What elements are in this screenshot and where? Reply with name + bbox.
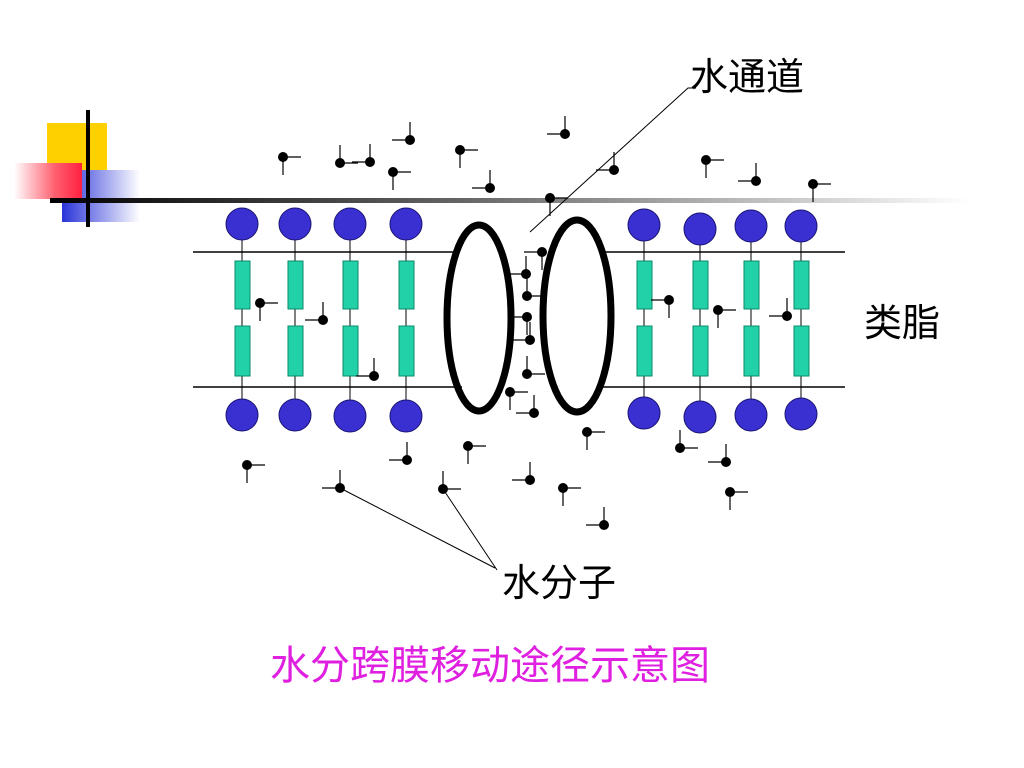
lipid-molecule [784, 209, 818, 431]
lipid-head-top [784, 209, 818, 243]
water-molecule [455, 145, 478, 168]
water-molecule [508, 256, 531, 279]
water-molecule [675, 430, 698, 453]
lipid-head-top [683, 212, 717, 246]
lipid-head-top [389, 207, 423, 241]
lipid-molecule [627, 208, 661, 430]
lipid-head-bottom [225, 398, 259, 432]
lipid-tail-lower [234, 325, 251, 377]
water-leader-line-2 [442, 488, 498, 571]
water-channel-protein-right [539, 216, 615, 416]
lipid-tail-lower [793, 325, 810, 377]
diagram-caption: 水分跨膜移动途径示意图 [270, 643, 710, 689]
water-molecule [545, 193, 568, 216]
water-molecule [547, 116, 570, 139]
lipid-molecule [734, 209, 768, 432]
lipid-head-bottom [389, 399, 423, 433]
lipid-tail-upper [743, 260, 760, 310]
water-molecule-label: 水分子 [502, 561, 617, 605]
water-molecule [255, 298, 278, 321]
water-molecule [505, 387, 528, 410]
lipid-head-bottom [333, 399, 367, 433]
water-molecule [582, 427, 605, 450]
lipid-head-top [278, 207, 312, 241]
lipid-tail-upper [234, 260, 251, 310]
lipid-tail-upper [287, 260, 304, 310]
deco-red-square [14, 163, 82, 199]
lipid-tail-lower [287, 325, 304, 377]
water-molecule [509, 312, 532, 335]
lipid-molecule [389, 207, 423, 433]
lipid-tail-upper [398, 260, 415, 310]
deco-horizontal-line [50, 198, 970, 203]
water-molecule [512, 322, 535, 345]
water-molecule [596, 152, 619, 175]
water-molecule [352, 144, 375, 167]
water-molecule [558, 483, 581, 506]
water-molecule [524, 247, 547, 270]
lipid-tail-lower [636, 325, 653, 377]
lipid-head-top [627, 208, 661, 242]
water-molecule [522, 356, 545, 379]
water-molecule [392, 122, 415, 145]
lipid-head-bottom [683, 400, 717, 434]
water-channel [443, 216, 615, 416]
water-molecule [472, 170, 495, 193]
slide-decoration [14, 110, 970, 227]
water-channel-protein-left [443, 221, 515, 415]
water-molecule [738, 163, 761, 186]
lipid-bilayer [225, 207, 818, 434]
lipid-tail-upper [636, 260, 653, 310]
lipid-head-top [734, 209, 768, 243]
lipid-tail-upper [692, 260, 709, 310]
water-molecule [389, 442, 412, 465]
water-molecule [713, 305, 736, 328]
lipid-label: 类脂 [864, 301, 941, 345]
lipid-molecule [225, 207, 259, 432]
water-molecule [388, 167, 411, 190]
water-leader-line-1 [339, 487, 496, 569]
water-molecule [438, 471, 461, 494]
water-molecule [278, 152, 301, 175]
membrane-boundary-lines [193, 251, 845, 388]
channel-leader-line [529, 87, 696, 233]
water-molecule [512, 462, 535, 485]
water-molecule [586, 507, 609, 530]
water-molecule [701, 155, 724, 178]
lipid-tail-upper [342, 260, 359, 310]
water-molecule [769, 298, 792, 321]
lipid-tail-lower [398, 325, 415, 377]
lipid-head-top [225, 207, 259, 241]
lipid-molecule [278, 207, 312, 432]
lipid-molecule [683, 212, 717, 434]
lipid-head-bottom [784, 397, 818, 431]
water-molecule [305, 302, 328, 325]
water-molecule [463, 441, 486, 464]
water-molecule [725, 487, 748, 510]
water-channel-label: 水通道 [690, 55, 805, 99]
water-molecules [242, 116, 831, 530]
water-molecule [356, 358, 379, 381]
lipid-head-bottom [734, 398, 768, 432]
water-molecule [335, 145, 358, 168]
deco-vertical-line [86, 110, 90, 227]
lipid-tail-upper [793, 260, 810, 310]
water-molecule [516, 395, 539, 418]
lipid-tail-lower [692, 325, 709, 377]
lipid-head-bottom [627, 396, 661, 430]
lipid-tail-lower [342, 325, 359, 377]
water-molecule [651, 295, 674, 318]
lipid-head-top [333, 207, 367, 241]
lipid-tail-lower [743, 325, 760, 377]
lipid-molecule [333, 207, 367, 433]
water-molecule [808, 179, 831, 202]
leader-lines [339, 87, 696, 571]
lipid-head-bottom [278, 398, 312, 432]
water-molecule [522, 278, 545, 301]
water-molecule [322, 470, 345, 493]
water-molecule [242, 460, 265, 483]
water-molecule [708, 444, 731, 467]
